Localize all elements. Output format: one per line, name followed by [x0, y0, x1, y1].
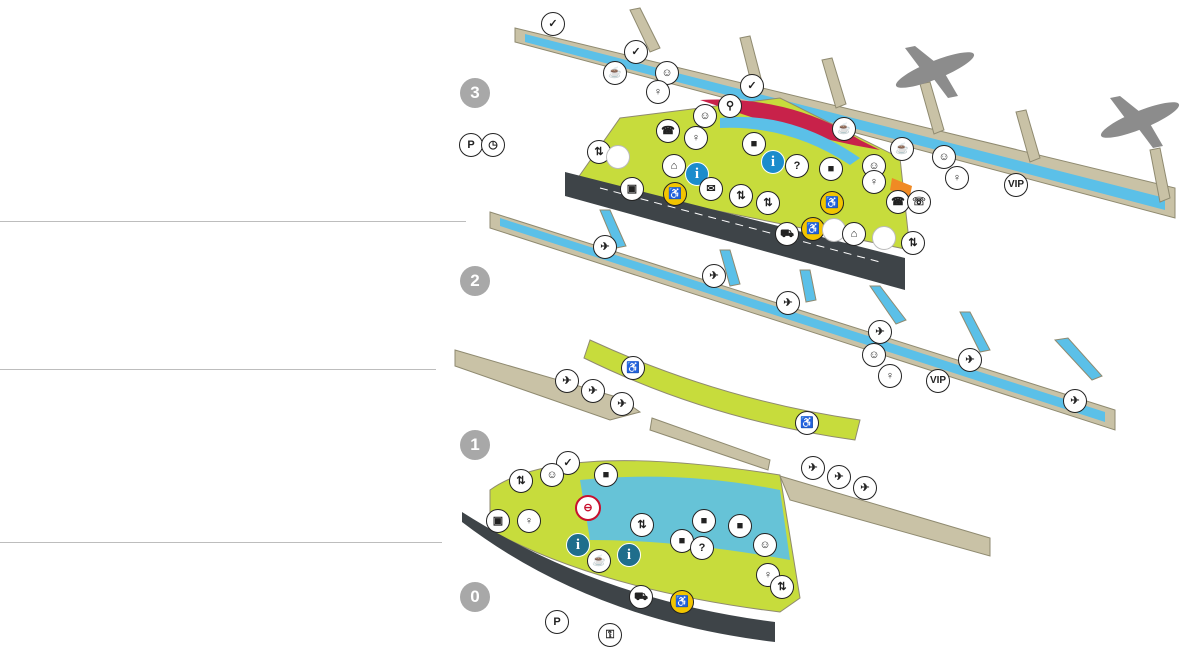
luggage-icon[interactable]: ■	[742, 132, 766, 156]
lift-icon[interactable]: ⇅	[630, 513, 654, 537]
level-0-gate-area	[580, 476, 790, 560]
cafe-icon[interactable]: ☕	[587, 549, 611, 573]
wheelchair-icon[interactable]: ♿	[820, 191, 844, 215]
restaurant-icon[interactable]: ⚲	[718, 94, 742, 118]
baby-change-icon[interactable]: ☺	[540, 463, 564, 487]
arrival-gate-icon[interactable]: ✈	[581, 379, 605, 403]
level-3-jet-bridges	[629, 7, 1171, 203]
departure-gate-icon[interactable]: ✈	[776, 291, 800, 315]
clock-icon: ◷	[481, 133, 505, 157]
phone-icon[interactable]: ☎	[886, 190, 910, 214]
level-2-corridor-floor	[500, 218, 1105, 422]
seat-icon[interactable]: ⌂	[842, 222, 866, 246]
airplane-icon	[895, 46, 975, 98]
airplane-icon	[1100, 96, 1180, 148]
lift-icon[interactable]: ⇅	[901, 231, 925, 255]
wheelchair-assistance-icon[interactable]: ♿	[795, 411, 819, 435]
bus-icon[interactable]: ▣	[486, 509, 510, 533]
bus-icon[interactable]: ▣	[620, 177, 644, 201]
departure-gate-icon[interactable]: ✈	[593, 235, 617, 259]
departure-gate-icon[interactable]: ✈	[1063, 389, 1087, 413]
restrooms-icon[interactable]: ♀	[945, 166, 969, 190]
level-0-map	[462, 460, 991, 642]
lost-property-icon[interactable]: ?	[690, 536, 714, 560]
taxi-icon[interactable]: ⛟	[629, 585, 653, 609]
vip-lounge-icon[interactable]: VIP	[1004, 173, 1028, 197]
restrooms-icon[interactable]: ♀	[646, 80, 670, 104]
departure-gate-icon[interactable]: ✈	[702, 264, 726, 288]
check-in-icon[interactable]: ✓	[541, 12, 565, 36]
arrival-gate-icon[interactable]: ✈	[853, 476, 877, 500]
parking-icon[interactable]: P	[459, 133, 483, 157]
luggage-icon[interactable]: ■	[594, 463, 618, 487]
floor-divider-1-0	[0, 542, 442, 543]
empty-marker	[606, 145, 630, 169]
info-icon[interactable]: i	[566, 533, 590, 557]
arrival-gate-icon[interactable]: ✈	[555, 369, 579, 393]
level-0-badge[interactable]: 0	[460, 582, 490, 612]
level-0-east-wing	[779, 475, 991, 557]
check-in-icon[interactable]: ✓	[624, 40, 648, 64]
wheelchair-icon[interactable]: ♿	[801, 217, 825, 241]
mail-icon[interactable]: ✉	[699, 177, 723, 201]
baby-change-icon[interactable]: ☺	[932, 145, 956, 169]
departure-gate-icon[interactable]: ✈	[958, 348, 982, 372]
level-3-road	[565, 172, 905, 290]
departure-gate-icon[interactable]: ✈	[868, 320, 892, 344]
baby-change-icon[interactable]: ☺	[753, 533, 777, 557]
lift-icon[interactable]: ⇅	[729, 184, 753, 208]
level-1-bridge	[649, 417, 771, 471]
luggage-icon[interactable]: ■	[819, 157, 843, 181]
cafe-icon[interactable]: ☕	[890, 137, 914, 161]
vip-lounge-icon[interactable]: VIP	[926, 369, 950, 393]
arrival-gate-icon[interactable]: ✈	[827, 465, 851, 489]
restrooms-icon[interactable]: ♀	[862, 170, 886, 194]
lift-icon[interactable]: ⇅	[509, 469, 533, 493]
arrival-gate-icon[interactable]: ✈	[610, 392, 634, 416]
restrooms-icon[interactable]: ♀	[878, 364, 902, 388]
info-icon[interactable]: i	[617, 543, 641, 567]
car-rental-icon[interactable]: ⚿	[598, 623, 622, 647]
restrooms-icon[interactable]: ♀	[517, 509, 541, 533]
no-entry-icon: ⊖	[575, 495, 601, 521]
level-1-badge[interactable]: 1	[460, 430, 490, 460]
level-2-badge[interactable]: 2	[460, 266, 490, 296]
wheelchair-icon[interactable]: ♿	[663, 182, 687, 206]
restrooms-icon[interactable]: ♀	[684, 126, 708, 150]
arrival-gate-icon[interactable]: ✈	[801, 456, 825, 480]
level-1-arc-floor	[583, 339, 861, 441]
level-2-gate-connectors	[599, 209, 1103, 381]
baby-change-icon[interactable]: ☺	[693, 104, 717, 128]
parking-icon[interactable]: P	[545, 610, 569, 634]
baby-change-icon[interactable]: ☺	[862, 343, 886, 367]
cafe-icon[interactable]: ☕	[832, 117, 856, 141]
wheelchair-icon[interactable]: ♿	[670, 590, 694, 614]
empty-marker	[872, 226, 896, 250]
phone-accessible-icon[interactable]: ☏	[907, 190, 931, 214]
phone-icon[interactable]: ☎	[656, 119, 680, 143]
lift-icon[interactable]: ⇅	[756, 191, 780, 215]
luggage-icon[interactable]: ■	[692, 509, 716, 533]
taxi-icon[interactable]: ⛟	[775, 222, 799, 246]
cafe-icon[interactable]: ☕	[603, 61, 627, 85]
check-in-icon[interactable]: ✓	[740, 74, 764, 98]
wheelchair-assistance-icon[interactable]: ♿	[621, 356, 645, 380]
level-3-badge[interactable]: 3	[460, 78, 490, 108]
level-0-road	[462, 512, 775, 642]
floor-divider-3-2	[0, 221, 466, 222]
info-icon[interactable]: i	[761, 150, 785, 174]
level-2-map	[489, 209, 1116, 431]
level-1-map	[454, 339, 861, 471]
floor-divider-2-1	[0, 369, 436, 370]
luggage-icon[interactable]: ■	[728, 514, 752, 538]
help-desk-icon[interactable]: ?	[785, 154, 809, 178]
seat-icon[interactable]: ⌂	[662, 154, 686, 178]
level-3-inner-corridor	[720, 116, 860, 165]
lift-icon[interactable]: ⇅	[770, 575, 794, 599]
